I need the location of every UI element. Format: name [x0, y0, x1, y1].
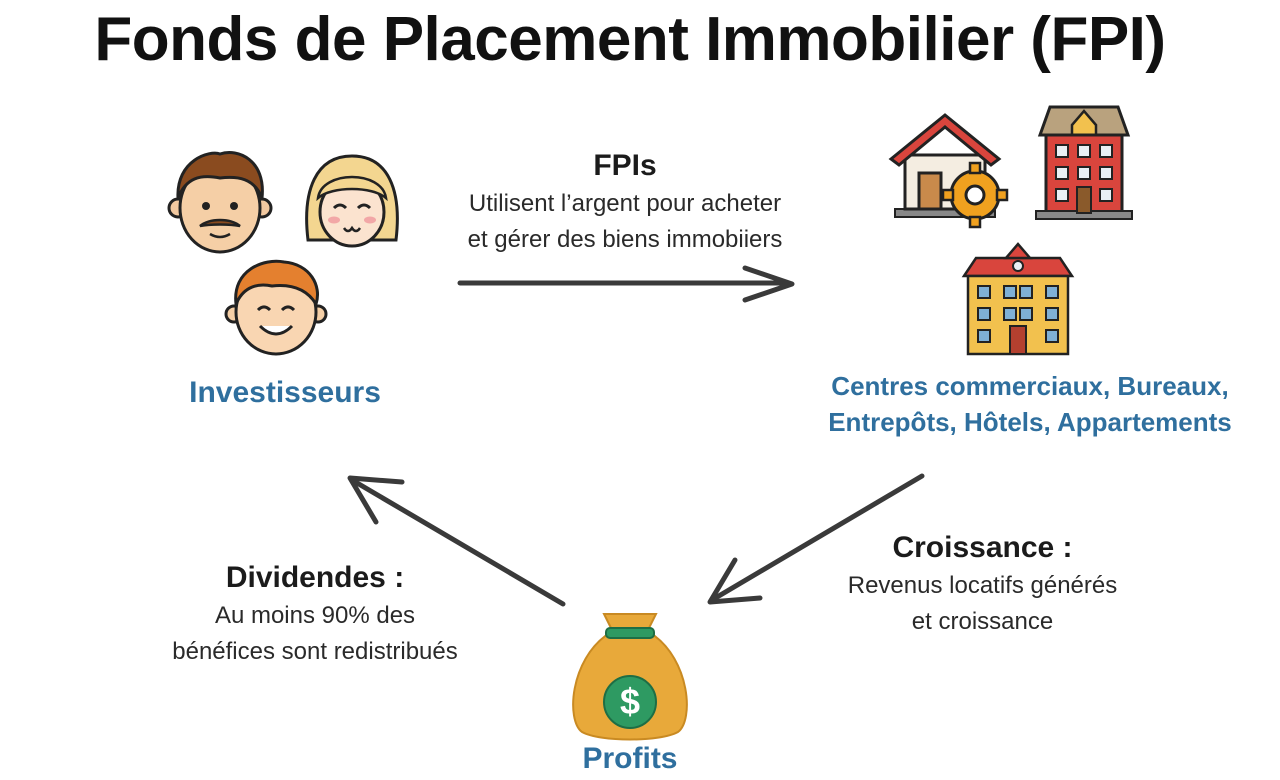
- man-face-icon: [169, 153, 271, 252]
- profits-label: Profits: [530, 742, 730, 776]
- properties-label: Centres commerciaux, Bureaux, Entrepôts,…: [800, 368, 1260, 440]
- growth-line-1: Revenus locatifs générés: [800, 568, 1165, 604]
- fpis-annotation: FPIs Utilisent l’argent pour acheter et …: [420, 146, 830, 258]
- apartment-building-icon: [1036, 107, 1132, 219]
- growth-annotation: Croissance : Revenus locatifs générés et…: [800, 528, 1165, 640]
- growth-line-2: et croissance: [800, 604, 1165, 640]
- investors-label: Investisseurs: [150, 376, 420, 410]
- properties-line-2: Entrepôts, Hôtels, Appartements: [800, 404, 1260, 440]
- money-bag-symbol: $: [600, 678, 660, 726]
- dividends-line-1: Au moins 90% des: [130, 598, 500, 634]
- arrow-to-properties: [460, 268, 792, 300]
- growth-heading: Croissance :: [800, 528, 1165, 568]
- dividends-heading: Dividendes :: [130, 558, 500, 598]
- boy-face-icon: [226, 261, 326, 354]
- fpis-line-1: Utilisent l’argent pour acheter: [420, 186, 830, 222]
- house-gear-icon: [891, 115, 1007, 227]
- dividends-line-2: bénéfices sont redistribués: [130, 634, 500, 670]
- woman-face-icon: [307, 156, 398, 246]
- fpis-line-2: et gérer des biens immobiiers: [420, 222, 830, 258]
- dividends-annotation: Dividendes : Au moins 90% des bénéfices …: [130, 558, 500, 670]
- fpis-heading: FPIs: [420, 146, 830, 186]
- properties-line-1: Centres commerciaux, Bureaux,: [800, 368, 1260, 404]
- hotel-building-icon: [964, 244, 1072, 354]
